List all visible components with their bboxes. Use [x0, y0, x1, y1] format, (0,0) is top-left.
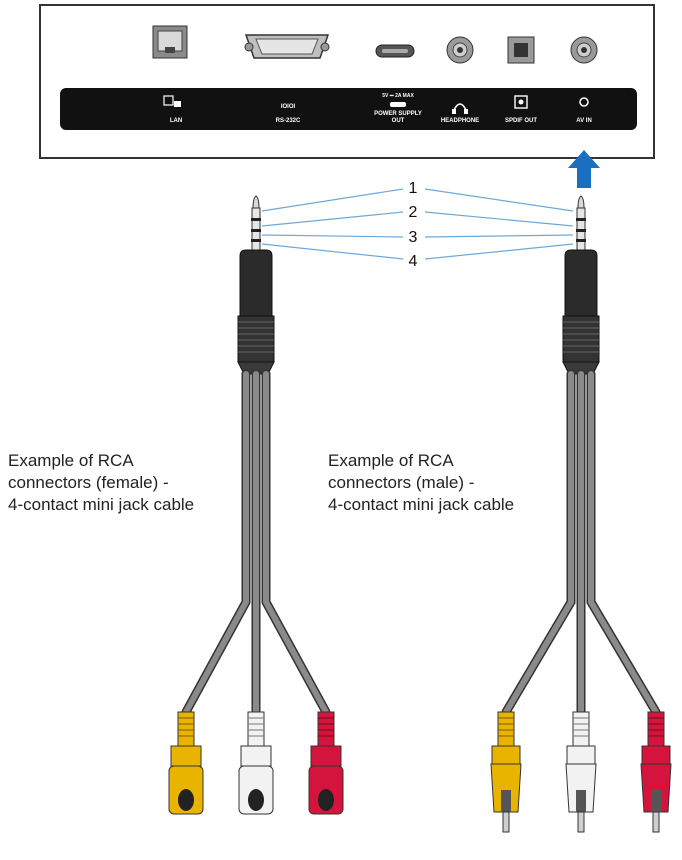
contact-number-2: 2 [409, 204, 418, 221]
power-sublabel: 5V ⎓ 2A MAX [382, 93, 414, 99]
contact-number-4: 4 [409, 253, 418, 270]
caption-line: 4-contact mini jack cable [8, 495, 195, 514]
power-label-out: OUT [392, 118, 405, 124]
contact-number-3: 3 [409, 229, 418, 246]
lan-label-icon [163, 95, 181, 107]
caption-line: Example of RCA [8, 451, 134, 470]
caption-female-cable: Example of RCA connectors (female) - 4-c… [8, 450, 194, 516]
caption-line: connectors (female) - [8, 473, 169, 492]
lan-port-icon [152, 25, 188, 59]
caption-line: connectors (male) - [328, 473, 475, 492]
right-rca-yellow-male [490, 711, 522, 833]
left-rca-white-female [238, 711, 274, 815]
av-in-label-icon [579, 97, 589, 107]
power-label-icon [390, 102, 406, 107]
rs232c-port-icon [244, 34, 330, 59]
right-mini-jack-plug [562, 195, 600, 375]
left-mini-jack-plug [237, 195, 275, 375]
av-in-label: AV IN [576, 118, 592, 124]
panel-label-strip [60, 88, 637, 130]
spdif-port-icon [507, 36, 535, 64]
left-cable [181, 369, 331, 717]
contact-leader-lines [261, 188, 574, 260]
right-rca-white-male [565, 711, 597, 833]
spdif-label: SPDIF OUT [505, 118, 537, 124]
insert-arrow-icon [568, 150, 600, 188]
caption-line: 4-contact mini jack cable [328, 495, 515, 514]
headphone-label-icon [452, 103, 468, 114]
lan-label: LAN [170, 118, 182, 124]
rs232c-label: RS-232C [276, 118, 301, 124]
headphone-port-icon [446, 36, 474, 64]
right-cable [501, 369, 661, 717]
power-port-icon [375, 44, 415, 58]
left-rca-red-female [308, 711, 344, 815]
right-rca-red-male [640, 711, 672, 833]
headphone-label: HEADPHONE [441, 118, 479, 124]
spdif-label-icon [514, 95, 528, 109]
av-in-port-icon [570, 36, 598, 64]
power-label: POWER SUPPLY [374, 111, 422, 117]
device-panel [39, 4, 655, 159]
rs232c-sublabel: IOIOI [281, 104, 296, 110]
contact-number-1: 1 [409, 180, 418, 197]
caption-male-cable: Example of RCA connectors (male) - 4-con… [328, 450, 514, 516]
left-rca-yellow-female [168, 711, 204, 815]
caption-line: Example of RCA [328, 451, 454, 470]
